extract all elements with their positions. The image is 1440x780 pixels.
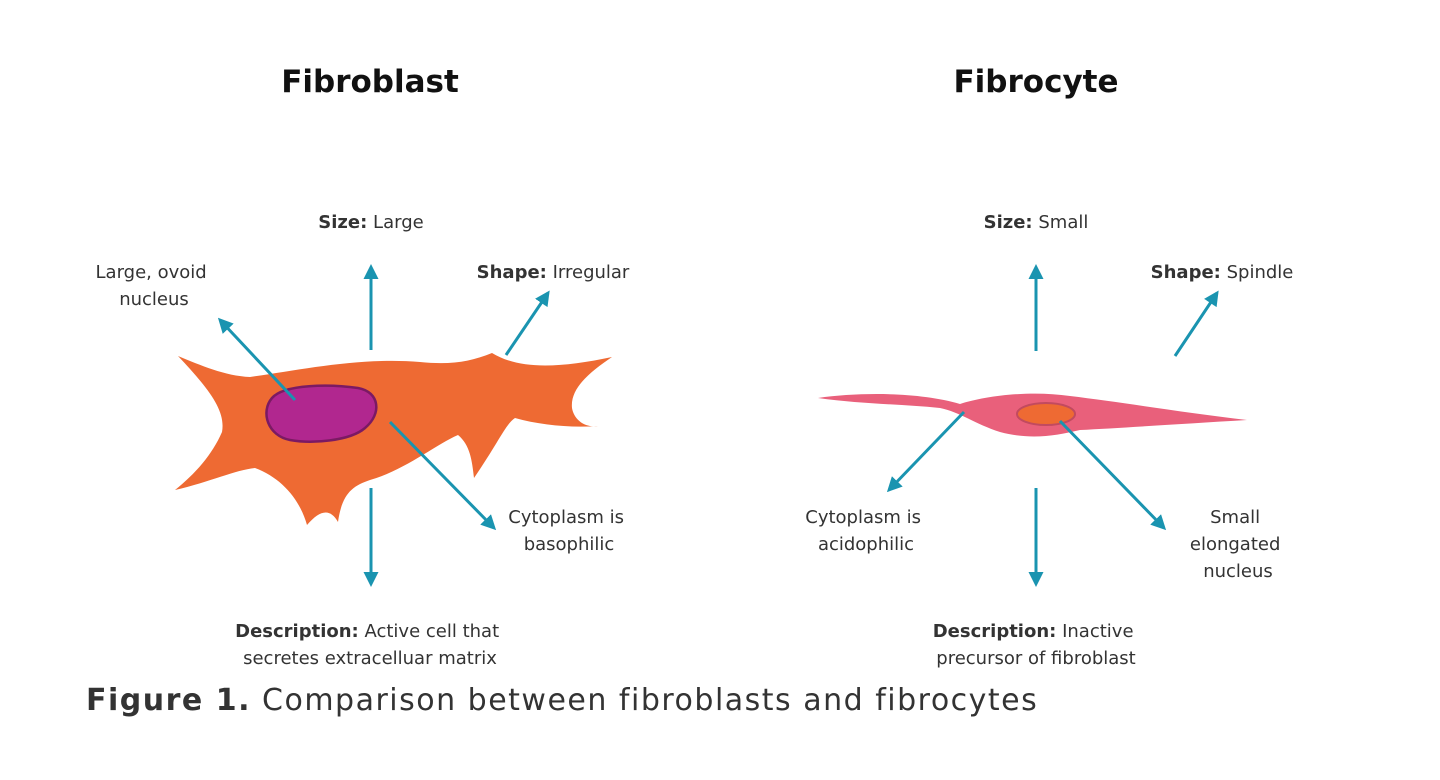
fibrocyte-nucleus-label: Small elongated nucleus	[1190, 507, 1286, 582]
fibrocyte-shape-arrow	[1173, 290, 1219, 357]
fibrocyte-cytoplasm-label: Cytoplasm is acidophilic	[805, 507, 927, 555]
fibroblast-cytoplasm-label: Cytoplasm is basophilic	[508, 507, 630, 555]
fibroblast-title: Fibroblast	[281, 64, 459, 100]
fibrocyte-description-label: Description: Inactive precursor of fibro…	[933, 621, 1140, 669]
fibroblast-size-label: Size: Large	[318, 212, 423, 233]
fibroblast-panel: Fibroblast Size: Large Shape: Irregular …	[96, 64, 630, 669]
fibrocyte-title: Fibrocyte	[953, 64, 1118, 100]
fibroblast-cytoplasm-arrow	[388, 420, 497, 531]
fibroblast-cell-body	[175, 353, 612, 525]
fibrocyte-cytoplasm-arrow	[886, 410, 966, 493]
fibrocyte-nucleus-arrow	[1058, 419, 1167, 531]
fibrocyte-panel: Fibrocyte Size: Small Shape: Spindle Cyt…	[805, 64, 1293, 669]
fibroblast-shape-arrow	[504, 290, 550, 356]
fibroblast-nucleus-arrow	[217, 317, 297, 402]
fibroblast-description-label: Description: Active cell that secretes e…	[235, 621, 505, 669]
fibrocyte-shape-label: Shape: Spindle	[1151, 262, 1294, 283]
figure-caption: Figure 1. Comparison between fibroblasts…	[86, 683, 1038, 718]
fibrocyte-size-label: Size: Small	[984, 212, 1089, 233]
fibroblast-shape-label: Shape: Irregular	[477, 262, 630, 283]
fibrocyte-nucleus	[1016, 402, 1076, 426]
figure-caption-text: Comparison between fibroblasts and fibro…	[262, 683, 1039, 718]
figure-number: Figure 1.	[86, 683, 251, 718]
fibroblast-nucleus-label: Large, ovoid nucleus	[96, 262, 213, 310]
